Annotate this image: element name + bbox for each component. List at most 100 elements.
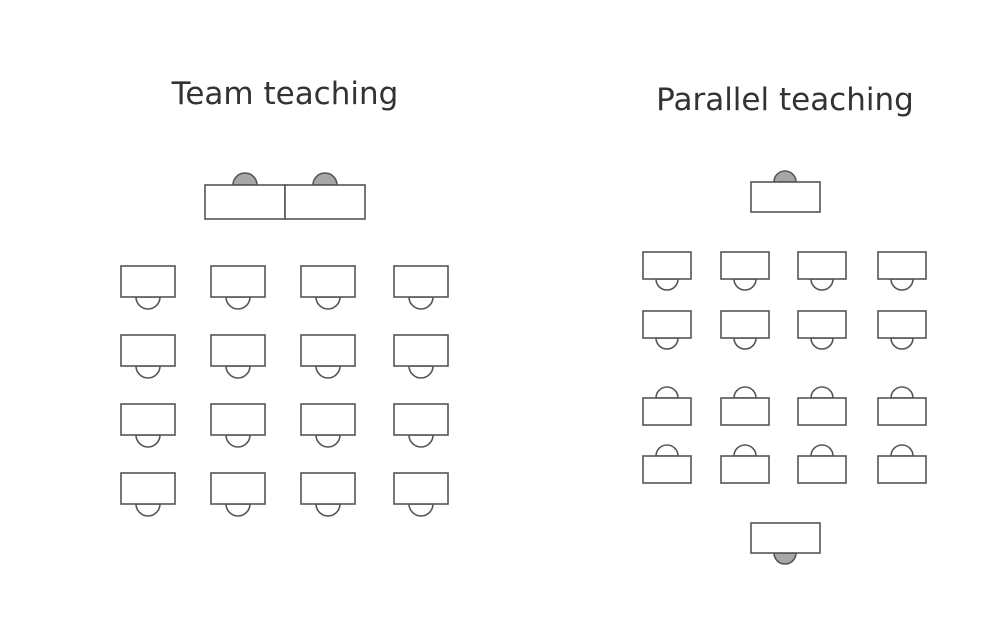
student-seat — [135, 296, 161, 310]
student-desk — [797, 455, 847, 484]
student-place — [720, 386, 770, 426]
student-seat — [408, 503, 434, 517]
student-place — [797, 444, 847, 484]
student-seat — [135, 365, 161, 379]
student-place — [877, 251, 927, 291]
teacher-desk — [750, 522, 821, 554]
student-seat — [315, 503, 341, 517]
student-place — [300, 403, 356, 448]
student-place — [877, 310, 927, 350]
student-seat — [890, 444, 914, 457]
student-seat — [655, 337, 679, 350]
student-seat — [315, 296, 341, 310]
team-teaching-title: Team teaching — [171, 76, 399, 112]
teacher-desk — [750, 181, 821, 213]
student-place — [642, 310, 692, 350]
student-place — [797, 386, 847, 426]
student-place — [300, 265, 356, 310]
parallel-teaching-layout — [642, 170, 927, 565]
student-place — [210, 265, 266, 310]
student-desk — [642, 397, 692, 426]
student-seat — [733, 337, 757, 350]
student-seat — [225, 296, 251, 310]
student-place — [642, 386, 692, 426]
student-desk — [877, 455, 927, 484]
student-place — [210, 403, 266, 448]
student-desk — [720, 397, 770, 426]
student-place — [720, 251, 770, 291]
student-place — [877, 386, 927, 426]
student-desk — [300, 403, 356, 436]
student-place — [120, 334, 176, 379]
student-place — [393, 265, 449, 310]
student-desk — [393, 334, 449, 367]
student-place — [797, 310, 847, 350]
teacher-desk — [284, 184, 366, 220]
student-seat — [733, 386, 757, 399]
student-seat — [408, 365, 434, 379]
student-place — [210, 472, 266, 517]
student-place — [720, 310, 770, 350]
student-desk — [393, 403, 449, 436]
student-seat — [733, 278, 757, 291]
student-desk — [300, 265, 356, 298]
student-seat — [315, 434, 341, 448]
student-desk — [877, 397, 927, 426]
student-place — [720, 444, 770, 484]
team-teacher-station — [204, 172, 366, 220]
student-place — [642, 251, 692, 291]
student-desk — [877, 310, 927, 339]
student-place — [393, 334, 449, 379]
student-place — [120, 265, 176, 310]
student-seat — [810, 386, 834, 399]
student-place — [393, 472, 449, 517]
student-seat — [890, 278, 914, 291]
parallel-teacher-top — [750, 170, 821, 213]
student-desk — [642, 251, 692, 280]
student-desk — [210, 334, 266, 367]
teacher-seat — [773, 170, 797, 183]
student-seat — [890, 386, 914, 399]
student-seat — [408, 434, 434, 448]
student-seat — [408, 296, 434, 310]
student-desk — [720, 310, 770, 339]
student-place — [120, 472, 176, 517]
parallel-teaching-title: Parallel teaching — [656, 82, 914, 118]
student-seat — [890, 337, 914, 350]
student-place — [642, 444, 692, 484]
student-seat — [655, 386, 679, 399]
student-seat — [810, 337, 834, 350]
student-seat — [135, 434, 161, 448]
student-desk — [797, 251, 847, 280]
student-desk — [210, 265, 266, 298]
student-desk — [300, 334, 356, 367]
teacher-seat — [773, 552, 797, 565]
teacher-seat — [232, 172, 258, 186]
parallel-teacher-bottom — [750, 522, 821, 565]
student-place — [797, 251, 847, 291]
student-place — [210, 334, 266, 379]
student-seat — [810, 444, 834, 457]
student-seat — [733, 444, 757, 457]
student-desk — [120, 334, 176, 367]
student-seat — [225, 503, 251, 517]
student-place — [120, 403, 176, 448]
student-seat — [810, 278, 834, 291]
student-desk — [642, 455, 692, 484]
student-place — [300, 334, 356, 379]
student-seat — [315, 365, 341, 379]
team-teaching-layout — [120, 172, 449, 517]
student-desk — [120, 265, 176, 298]
parallel-teaching-panel: Parallel teaching — [642, 82, 927, 565]
student-desk — [720, 455, 770, 484]
student-desk — [393, 265, 449, 298]
student-place — [300, 472, 356, 517]
team-teaching-panel: Team teaching — [120, 76, 449, 517]
student-seat — [225, 365, 251, 379]
teacher-seat — [312, 172, 338, 186]
teacher-desk — [204, 184, 286, 220]
student-desk — [120, 472, 176, 505]
student-seat — [655, 278, 679, 291]
student-place — [877, 444, 927, 484]
